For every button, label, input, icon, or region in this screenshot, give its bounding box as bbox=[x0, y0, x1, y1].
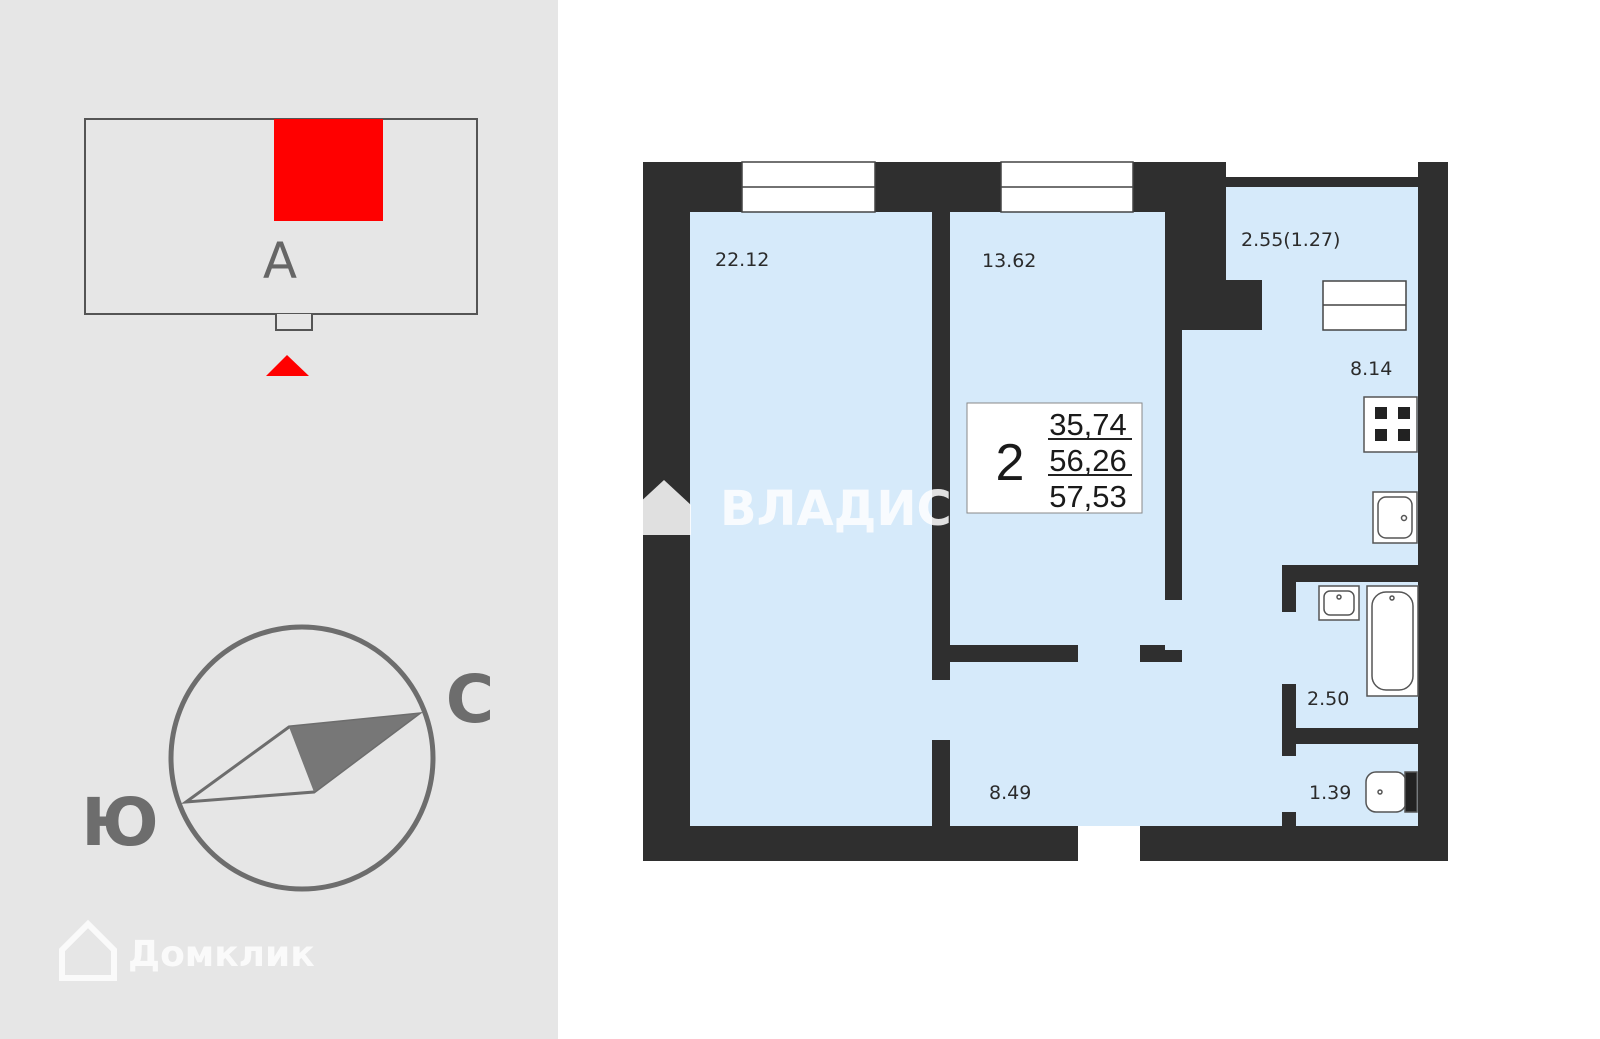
windows bbox=[741, 161, 1407, 331]
hallway bbox=[950, 662, 1282, 826]
room-large-area: 22.12 bbox=[715, 249, 769, 271]
wash-basin-icon bbox=[1318, 585, 1360, 621]
stove-icon bbox=[1363, 396, 1418, 453]
kitchen-area: 8.14 bbox=[1350, 358, 1392, 380]
living-area: 35,74 bbox=[1049, 407, 1127, 442]
entrance-door bbox=[1078, 826, 1140, 862]
north-label: С bbox=[446, 661, 494, 738]
bathtub-icon bbox=[1366, 585, 1419, 697]
south-label: Ю bbox=[81, 784, 158, 861]
entrance-arrow-icon bbox=[266, 355, 309, 376]
rooms-count: 2 bbox=[996, 434, 1025, 492]
apartment-summary: 2 35,74 56,26 57,53 bbox=[966, 402, 1143, 514]
loggia bbox=[1226, 187, 1418, 280]
compass: С Ю bbox=[81, 624, 494, 892]
room-small-area: 13.62 bbox=[982, 250, 1036, 272]
apartment-highlight bbox=[274, 119, 383, 221]
svg-text:Домклик: Домклик bbox=[128, 934, 315, 975]
vladis-watermark: ВЛАДИС bbox=[637, 480, 952, 537]
total-area-with-balcony: 57,53 bbox=[1049, 479, 1127, 514]
toilet-area: 1.39 bbox=[1309, 782, 1351, 804]
total-area: 56,26 bbox=[1049, 443, 1127, 478]
toilet-icon bbox=[1365, 771, 1418, 813]
domclick-watermark: Домклик bbox=[59, 919, 315, 981]
building-locator: A bbox=[84, 118, 478, 376]
bathroom-area: 2.50 bbox=[1307, 688, 1349, 710]
loggia-area: 2.55(1.27) bbox=[1241, 229, 1340, 251]
room-large bbox=[690, 212, 932, 826]
svg-text:ВЛАДИС: ВЛАДИС bbox=[720, 481, 952, 537]
section-label: A bbox=[263, 232, 297, 290]
kitchen-sink-icon bbox=[1372, 491, 1418, 544]
hallway-area: 8.49 bbox=[989, 782, 1031, 804]
